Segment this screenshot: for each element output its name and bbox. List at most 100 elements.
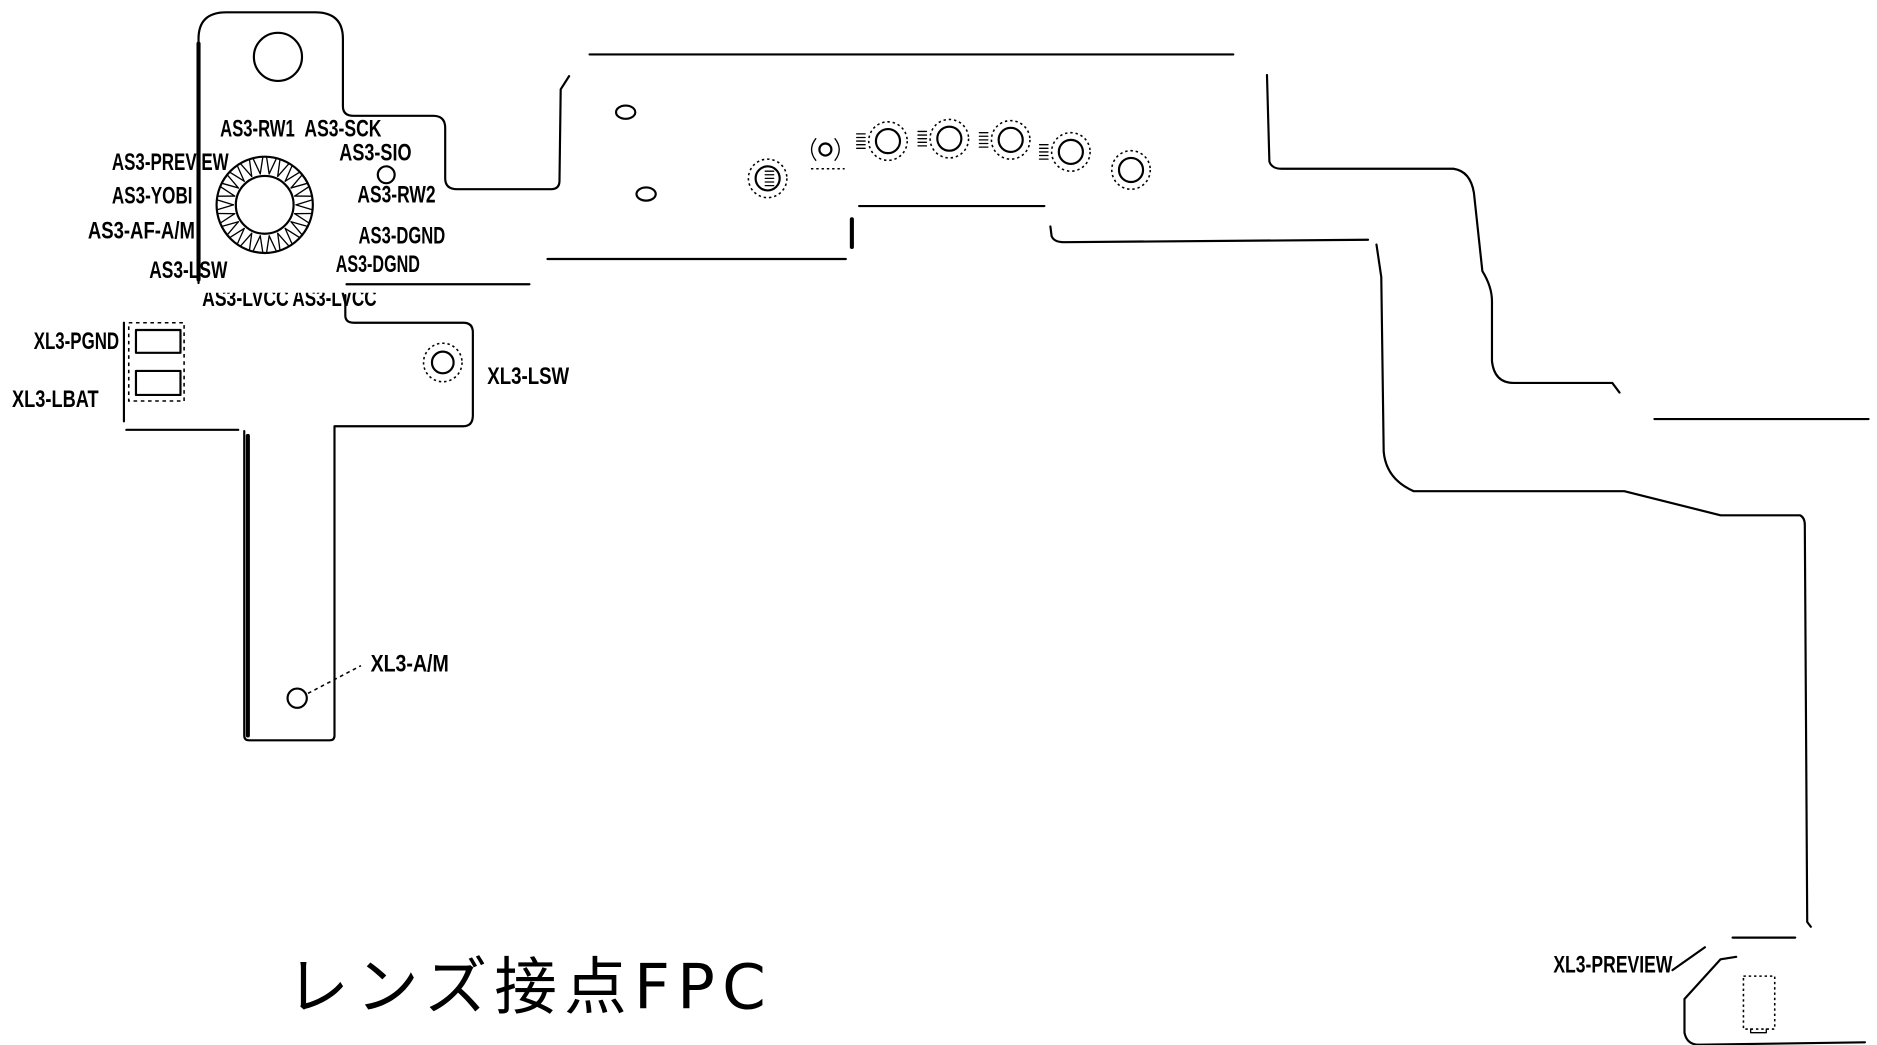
contact-pad-5-inner (997, 126, 1024, 153)
lsw-pad-inner (430, 350, 455, 375)
encoder-tooth (290, 182, 308, 189)
as3-labels: AS3-RW1 AS3-SCK AS3-SIO AS3-PREVIEW AS3-… (88, 115, 445, 312)
contact-pad-3-outer (867, 121, 908, 162)
encoder-tooth (294, 213, 309, 224)
label-as3-sck: AS3-SCK (304, 115, 381, 142)
contact-pad-1-inner (754, 165, 781, 192)
label-as3-dgnd-1: AS3-DGND (359, 222, 446, 249)
preview-leader-line (1671, 946, 1707, 972)
encoder-tooth (268, 158, 277, 175)
contact-pad-3-inner (874, 127, 902, 155)
encoder-tooth (284, 227, 293, 244)
label-xl3-preview: XL3-PREVIEW (1553, 951, 1672, 978)
encoder-tooth (290, 221, 308, 227)
pgnd-contact (134, 328, 182, 354)
encoder-tooth (284, 227, 300, 238)
encoder-tooth (248, 159, 253, 178)
pad-hatches (764, 130, 1049, 187)
lsw-pad-outer (422, 342, 463, 383)
lbat-contact (134, 369, 182, 397)
preview-contact-pad (1742, 975, 1776, 1030)
board-right-upper-edge (1265, 73, 1621, 394)
board-slot-upper (614, 104, 637, 120)
label-xl3-lbat: XL3-LBAT (12, 386, 99, 413)
encoder-tooth (259, 157, 264, 175)
contact-pad-2-left-arc (810, 138, 817, 161)
encoder-tooth (222, 221, 240, 227)
encoder-tooth (227, 221, 240, 235)
encoder-tooth (266, 235, 270, 253)
label-xl3-lsw: XL3-LSW (487, 363, 569, 390)
label-as3-lvcc-2: AS3-LVCC (292, 285, 376, 312)
label-as3-rw2: AS3-RW2 (357, 181, 435, 208)
encoder-tooth (294, 186, 309, 197)
encoder-tooth (237, 165, 245, 182)
label-as3-af-am: AS3-AF-A/M (88, 218, 195, 245)
lvcc-labels-clipped: AS3-LVCC AS3-LVCC (202, 285, 376, 312)
encoder-tooth (222, 182, 240, 189)
diagram-title: レンズ接点FPC (286, 951, 773, 1024)
board-lower-edge-right (1049, 225, 1370, 244)
contact-pad-4-outer (929, 118, 970, 159)
encoder-tooth (284, 171, 300, 182)
encoder-tooth (248, 232, 253, 250)
contact-pad-6-outer (1050, 131, 1091, 172)
encoder-tooth (259, 235, 264, 253)
encoder-tooth (229, 227, 245, 238)
label-as3-rw1: AS3-RW1 (220, 115, 295, 142)
encoder-tooth (268, 235, 277, 252)
left-connector (127, 321, 185, 402)
label-as3-lsw: AS3-LSW (149, 257, 227, 284)
am-pad-circle (286, 687, 308, 709)
encoder-tooth (295, 204, 313, 211)
mounting-hole (252, 31, 304, 83)
label-as3-lvcc-1: AS3-LVCC (202, 285, 289, 312)
contact-pad-1-outer (747, 158, 788, 199)
encoder-ring (215, 155, 314, 255)
board-slot-lower (635, 186, 657, 202)
encoder-tooth (277, 159, 281, 178)
am-pad (286, 664, 362, 709)
contact-pad-2-right-arc (834, 138, 840, 161)
contact-pad-6-inner (1057, 138, 1084, 166)
encoder-tooth (252, 235, 261, 252)
encoder-tooth (252, 158, 261, 175)
label-as3-sio: AS3-SIO (339, 139, 411, 166)
contact-pad-row (747, 118, 1152, 199)
encoder-tooth (220, 186, 236, 197)
encoder-tooth (229, 171, 245, 182)
encoder-teeth (217, 157, 313, 253)
label-xl3-pgnd: XL3-PGND (34, 328, 119, 355)
tab-outline (197, 11, 571, 285)
right-wing-outline (243, 294, 474, 742)
contact-pad-7-outer (1110, 149, 1152, 190)
encoder-tooth (240, 163, 253, 178)
encoder-tooth (240, 232, 253, 247)
left-board-outline (122, 11, 571, 742)
holes-and-pads (127, 31, 1707, 972)
lsw-pad (422, 342, 463, 383)
flex-tail-edge (1375, 243, 1812, 928)
encoder-tooth (266, 157, 270, 175)
label-as3-yobi: AS3-YOBI (112, 183, 193, 210)
encoder-tooth (277, 163, 290, 178)
encoder-tooth (290, 175, 303, 189)
encoder-outer-circle (215, 155, 314, 255)
encoder-tooth (295, 199, 313, 206)
left-connector-outline (127, 321, 185, 402)
small-hole (376, 165, 396, 185)
encoder-tooth (217, 204, 235, 211)
am-leader-line (307, 664, 362, 695)
main-board-outline (546, 53, 1870, 1045)
label-as3-preview: AS3-PREVIEW (112, 149, 229, 176)
tail-connector-outline (1683, 955, 1867, 1045)
label-xl3-am: XL3-A/M (371, 651, 449, 678)
label-as3-dgnd-2: AS3-DGND (336, 251, 420, 278)
encoder-tooth (237, 227, 245, 244)
encoder-tooth (277, 232, 290, 247)
contact-pad-5-outer (990, 119, 1031, 160)
encoder-tooth (284, 165, 293, 182)
encoder-tooth (290, 221, 303, 235)
xl3-labels: XL3-PGND XL3-LBAT XL3-LSW XL3-A/M XL3-PR… (12, 328, 1673, 978)
